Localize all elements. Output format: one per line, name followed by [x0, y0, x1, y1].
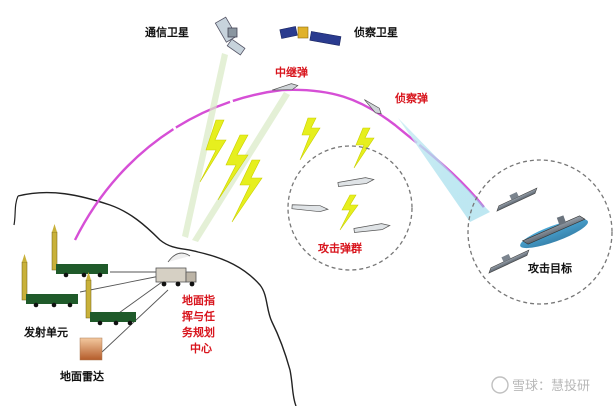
lightning-bolts [199, 117, 375, 231]
watermark: 雪球：慧投研 [491, 376, 590, 394]
label-recon-missile: 侦察弹 [394, 91, 428, 105]
relay-missile-icon [272, 83, 299, 91]
label-attack-swarm: 攻击弹群 [318, 241, 362, 255]
target-circle [467, 159, 613, 305]
uplink-beam-1 [182, 53, 228, 238]
uplink-beam-2 [192, 92, 290, 242]
trajectory-arc [73, 88, 491, 241]
label-attack-target: 攻击目标 [528, 261, 572, 275]
recon-satellite-icon [279, 26, 342, 46]
watermark-logo-icon [491, 376, 509, 394]
lightning-bolt-3 [231, 159, 263, 223]
label-command-center-line-1: 地面指 [182, 293, 215, 307]
attack-swarm-circle [287, 145, 413, 271]
recon-beam [398, 118, 490, 222]
command-center-vehicle [155, 252, 197, 287]
label-command-center-line-2: 挥与任 [182, 309, 215, 323]
watermark-text: 雪球：慧投研 [512, 378, 590, 394]
coastline [17, 191, 297, 406]
coastline-left-edge [13, 195, 19, 226]
target-carrier [520, 215, 588, 249]
lightning-bolt-5 [339, 194, 359, 231]
launch-unit-1 [51, 224, 108, 278]
lightning-bolt-2 [217, 134, 249, 201]
lightning-bolt-6 [353, 127, 375, 169]
launch-unit-3 [85, 272, 136, 326]
label-ground-radar: 地面雷达 [60, 369, 104, 383]
label-command-center-line-3: 务规划 [182, 325, 215, 339]
ground-radar-image [79, 337, 103, 361]
lightning-bolt-1 [199, 119, 227, 183]
recon-missile-icon [364, 99, 382, 115]
label-relay-missile: 中继弹 [275, 65, 308, 79]
label-launch-unit: 发射单元 [23, 325, 68, 339]
target-ship-destroyer-top [496, 187, 538, 212]
swarm-missile-3 [353, 223, 391, 233]
swarm-missile-1 [337, 177, 375, 187]
label-recon-satellite: 侦察卫星 [353, 25, 398, 39]
label-comm-satellite: 通信卫星 [145, 25, 189, 39]
launch-unit-2 [21, 254, 78, 308]
comm-satellite-icon [214, 16, 246, 56]
swarm-missile-2 [291, 204, 329, 213]
lightning-bolt-4 [299, 117, 321, 161]
target-ship-destroyer-bottom [488, 249, 530, 274]
label-command-center-line-4: 中心 [190, 341, 212, 355]
